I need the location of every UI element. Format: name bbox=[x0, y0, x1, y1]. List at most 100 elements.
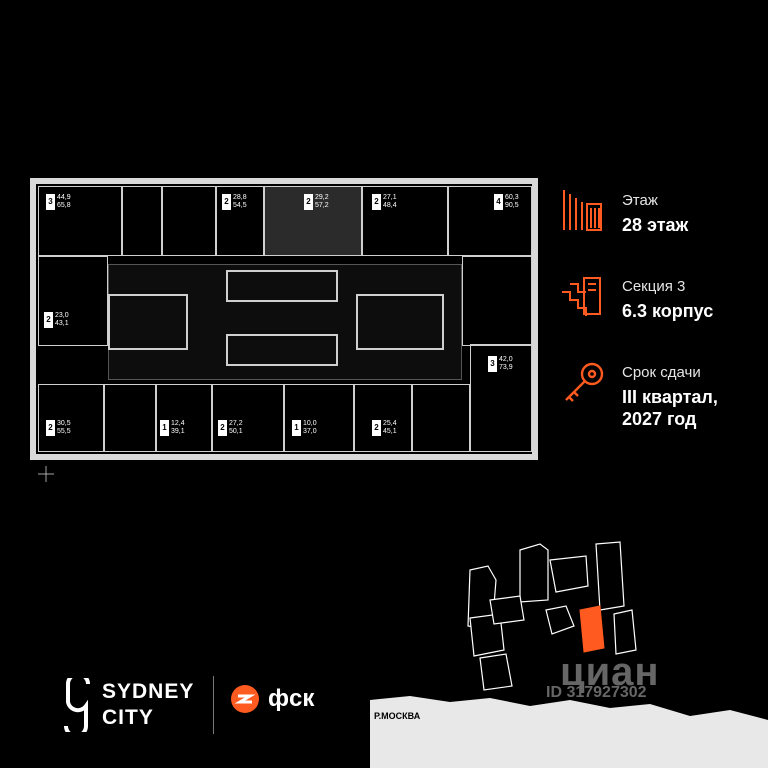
floor-label: Этаж bbox=[622, 192, 658, 209]
sydney-word: SYDNEY bbox=[102, 680, 195, 703]
compass-icon bbox=[36, 464, 56, 484]
city-word: CITY bbox=[102, 706, 154, 729]
living-area: 12,4 bbox=[171, 420, 185, 427]
elevator-core-top bbox=[226, 270, 338, 302]
stair-core-left bbox=[108, 294, 188, 350]
section-value: 6.3 корпус bbox=[622, 301, 714, 321]
apartment-unit[interactable] bbox=[38, 186, 122, 256]
fsk-logo-text: фск bbox=[268, 685, 315, 712]
total-area: 50,1 bbox=[229, 428, 243, 435]
deadline-quarter: III квартал, bbox=[622, 387, 718, 407]
apartment-unit[interactable] bbox=[104, 384, 156, 452]
apartment-unit[interactable] bbox=[448, 186, 532, 256]
listing-id: ID 317927302 bbox=[546, 684, 647, 701]
total-area: 57,2 bbox=[315, 202, 329, 209]
living-area: 27,2 bbox=[229, 420, 243, 427]
apartment-unit[interactable] bbox=[216, 186, 264, 256]
living-area: 44,9 bbox=[57, 194, 71, 201]
deadline-value: III квартал, 2027 год bbox=[622, 386, 718, 430]
living-area: 29,2 bbox=[315, 194, 329, 201]
living-area: 23,0 bbox=[55, 312, 69, 319]
apartment-unit[interactable] bbox=[156, 384, 212, 452]
living-area: 60,3 bbox=[505, 194, 519, 201]
rooms-count: 3 bbox=[46, 194, 55, 210]
living-area: 28,8 bbox=[233, 194, 247, 201]
total-area: 48,4 bbox=[383, 202, 397, 209]
living-area: 42,0 bbox=[499, 356, 513, 363]
logo-divider bbox=[213, 676, 214, 734]
living-area: 30,5 bbox=[57, 420, 71, 427]
total-area: 73,9 bbox=[499, 364, 513, 371]
apartment-unit[interactable] bbox=[362, 186, 448, 256]
rooms-count: 2 bbox=[304, 194, 313, 210]
apartment-unit[interactable] bbox=[38, 256, 108, 346]
fsk-logo: фск bbox=[230, 684, 314, 714]
sydney-city-logo: SYDNEY CITY bbox=[62, 676, 194, 734]
selected-building bbox=[579, 605, 605, 653]
site-map bbox=[370, 541, 768, 768]
cian-brand: циан bbox=[560, 650, 660, 694]
deadline-year: 2027 год bbox=[622, 409, 697, 429]
apartment-unit[interactable] bbox=[412, 384, 470, 452]
section-label: Секция 3 bbox=[622, 278, 686, 295]
rooms-count: 2 bbox=[46, 420, 55, 436]
rooms-count: 3 bbox=[488, 356, 497, 372]
rooms-count: 1 bbox=[160, 420, 169, 436]
living-area: 27,1 bbox=[383, 194, 397, 201]
apartment-unit-highlighted[interactable] bbox=[264, 186, 362, 256]
apartment-unit[interactable] bbox=[212, 384, 284, 452]
floor-info: Этаж 28 этаж bbox=[560, 188, 760, 274]
fsk-logo-mark bbox=[231, 685, 259, 713]
apartment-unit[interactable] bbox=[38, 384, 104, 452]
rooms-count: 2 bbox=[222, 194, 231, 210]
rooms-count: 1 bbox=[292, 420, 301, 436]
total-area: 90,5 bbox=[505, 202, 519, 209]
section-info: Секция 3 6.3 корпус bbox=[560, 274, 760, 360]
sydney-city-logo-mark bbox=[64, 678, 90, 732]
living-area: 25,4 bbox=[383, 420, 397, 427]
total-area: 55,5 bbox=[57, 428, 71, 435]
rooms-count: 2 bbox=[218, 420, 227, 436]
apartment-unit[interactable] bbox=[122, 186, 162, 256]
info-panel: Этаж 28 этаж Секция 3 6.3 корпус Срок сд… bbox=[560, 188, 760, 446]
living-area: 10,0 bbox=[303, 420, 317, 427]
apartment-unit[interactable] bbox=[354, 384, 412, 452]
deadline-label: Срок сдачи bbox=[622, 364, 701, 381]
apartment-unit[interactable] bbox=[284, 384, 354, 452]
total-area: 39,1 bbox=[171, 428, 185, 435]
apartment-unit[interactable] bbox=[470, 344, 532, 452]
total-area: 45,1 bbox=[383, 428, 397, 435]
apartment-unit[interactable] bbox=[162, 186, 216, 256]
rooms-count: 2 bbox=[44, 312, 53, 328]
total-area: 37,0 bbox=[303, 428, 317, 435]
floor-value: 28 этаж bbox=[622, 215, 689, 235]
building-floors-icon bbox=[563, 190, 602, 231]
rooms-count: 2 bbox=[372, 194, 381, 210]
rooms-count: 2 bbox=[372, 420, 381, 436]
total-area: 43,1 bbox=[55, 320, 69, 327]
stairs-section-icon bbox=[562, 277, 601, 316]
deadline-info: Срок сдачи III квартал, 2027 год bbox=[560, 360, 760, 446]
river-label: Р.МОСКВА bbox=[374, 711, 421, 721]
elevator-core-bottom bbox=[226, 334, 338, 366]
rooms-count: 4 bbox=[494, 194, 503, 210]
key-icon bbox=[565, 362, 604, 402]
total-area: 54,5 bbox=[233, 202, 247, 209]
total-area: 65,8 bbox=[57, 202, 71, 209]
cian-watermark: циан ID 317927302 bbox=[546, 650, 660, 701]
apartment-unit[interactable] bbox=[462, 256, 532, 346]
stair-core-right bbox=[356, 294, 444, 350]
